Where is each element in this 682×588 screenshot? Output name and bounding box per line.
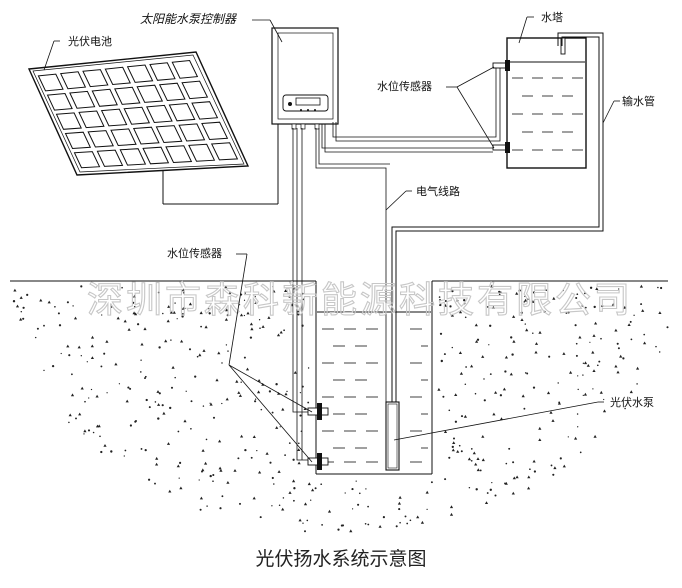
- panel-cell: [91, 88, 118, 107]
- panel-cell: [46, 92, 73, 111]
- panel-cell: [73, 151, 101, 169]
- panel-cell: [165, 145, 193, 164]
- panel-cell: [123, 106, 151, 125]
- panel-cell: [168, 102, 196, 122]
- panel-cell: [104, 66, 131, 86]
- ground: [10, 280, 669, 533]
- label-wiring: 电气线路: [416, 184, 460, 198]
- panel-cell: [155, 125, 183, 144]
- panel-cell: [69, 90, 96, 109]
- diagram-caption: 光伏扬水系统示意图: [255, 548, 426, 570]
- panel-cell: [201, 121, 229, 141]
- water-tower: [492, 37, 587, 169]
- panel-cell: [100, 108, 128, 127]
- panel-cell: [96, 149, 124, 167]
- panel-cell: [181, 80, 209, 100]
- panel-cell: [149, 62, 176, 81]
- sensor-wires-tower: [321, 67, 501, 153]
- label-well-sensor: 水位传感器: [167, 246, 222, 260]
- panel-cell: [126, 64, 154, 83]
- panel-cell: [210, 142, 239, 161]
- label-water-tower: 水塔: [541, 11, 563, 24]
- label-pipe: 输水管: [622, 94, 655, 108]
- panel-cell: [37, 73, 64, 92]
- supply-pipe: [391, 32, 604, 404]
- panel-cell: [64, 131, 92, 150]
- label-tower-sensor: 水位传感器: [377, 79, 432, 93]
- panel-cell: [82, 69, 109, 88]
- controller-box: [271, 27, 339, 130]
- panel-cell: [110, 128, 137, 147]
- panel-cell: [142, 146, 170, 165]
- panel-cell: [178, 123, 206, 142]
- panel-cell: [119, 148, 147, 166]
- panel-cell: [171, 59, 199, 79]
- watermark: 深圳市森科新能源科技有限公司: [87, 280, 633, 321]
- panel-cell: [132, 126, 160, 145]
- label-pump: 光伏水泵: [610, 395, 654, 409]
- panel-cell: [136, 84, 164, 103]
- panel-cell: [55, 112, 82, 130]
- panel-cell: [78, 110, 105, 129]
- label-solar-panel: 光伏电池: [68, 34, 112, 48]
- water-well: [307, 281, 433, 475]
- panel-cell: [158, 82, 186, 102]
- panel-cell: [87, 130, 114, 148]
- panel-cell: [146, 104, 173, 124]
- label-controller: 太阳能水泵控制器: [140, 12, 237, 26]
- panel-cell: [191, 101, 219, 120]
- callouts: 光伏电池 太阳能水泵控制器 水塔 水位传感器 输水管 电气线路 水位传感器 光伏…: [43, 11, 655, 463]
- solar-pump: [385, 401, 400, 471]
- panel-cell: [59, 71, 87, 90]
- panel-cell: [188, 143, 216, 162]
- panel-cell: [114, 86, 141, 105]
- solar-panel: [27, 51, 279, 205]
